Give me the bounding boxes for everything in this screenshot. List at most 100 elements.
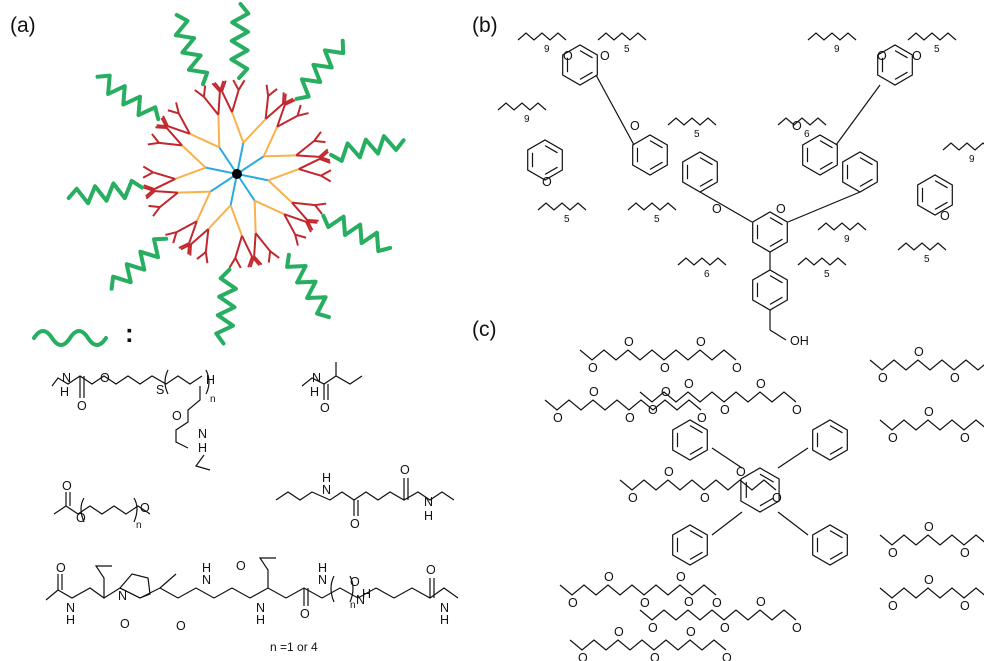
structure-peptide: ONH ON ONH ONH ONH On NH ONH	[45, 557, 459, 633]
atom: O	[877, 49, 887, 63]
benzene-ring	[672, 524, 708, 566]
subscript: 9	[834, 44, 840, 55]
double-bond	[649, 161, 663, 170]
structure-carbamate-thioether: NH OO SH n ONH	[51, 369, 216, 471]
double-bond	[689, 530, 703, 539]
atom: H	[310, 385, 319, 399]
bond	[769, 329, 787, 341]
legend-colon: :	[125, 318, 134, 348]
terminal-branch	[202, 85, 207, 97]
atom: O	[700, 491, 710, 505]
double-bond	[544, 145, 558, 154]
dendrimer	[66, 2, 406, 346]
benzene-ring	[562, 44, 598, 86]
terminal-branch	[221, 80, 227, 92]
terminal-branch	[305, 221, 312, 233]
atom: O	[697, 411, 707, 425]
subscript: n	[210, 394, 216, 405]
atom: O	[960, 431, 970, 445]
terminal-branch	[167, 109, 180, 115]
atom: O	[630, 119, 640, 133]
gen3-branch	[295, 140, 315, 157]
double-bond	[699, 178, 713, 187]
peg-chain	[579, 349, 737, 361]
polymer-chain	[329, 134, 406, 163]
double-bond	[699, 157, 713, 166]
bond	[711, 447, 743, 469]
atom: O	[914, 345, 924, 359]
alkyl-chain	[777, 117, 827, 126]
peptide-n-note: n =1 or 4	[270, 640, 318, 654]
atom: O	[77, 399, 87, 413]
peg-chain	[879, 534, 984, 546]
atom: N	[356, 593, 365, 607]
atom: O	[924, 573, 934, 587]
terminal-branch	[297, 112, 309, 117]
atom: H	[256, 613, 265, 627]
atom: N	[318, 573, 327, 587]
benzene-ring	[802, 134, 838, 176]
panel-a-label: (a)	[10, 14, 36, 37]
alkyl-chain	[667, 117, 717, 126]
atom: N	[256, 601, 265, 615]
gen3-branch	[276, 114, 299, 128]
gen3-branch	[264, 95, 270, 120]
alkyl-chain	[907, 32, 957, 41]
terminal-branch	[143, 184, 155, 190]
bond	[777, 511, 809, 536]
terminal-branch	[234, 257, 242, 269]
peg-chain	[639, 391, 797, 403]
atom: O	[625, 411, 635, 425]
terminal-branch	[267, 251, 272, 263]
atom: O	[120, 617, 130, 631]
atom: O	[56, 561, 66, 575]
structure-succinamide: NH OO NH	[275, 463, 455, 531]
bond	[777, 447, 809, 469]
benzene-ring	[527, 139, 563, 181]
gen3-branch	[283, 213, 297, 236]
gen3-branch	[159, 191, 179, 208]
subscript: 6	[704, 269, 710, 280]
atom: O	[140, 501, 150, 515]
atom: O	[176, 619, 186, 633]
atom: O	[888, 546, 898, 560]
atom: O	[792, 403, 802, 417]
double-bond	[689, 551, 703, 560]
subscript: 5	[624, 44, 630, 55]
peg-chain	[559, 584, 717, 596]
subscript: 5	[694, 129, 700, 140]
terminal-branch	[196, 251, 207, 260]
atom: O	[400, 463, 410, 477]
terminal-branch	[194, 89, 205, 98]
terminal-branch	[318, 150, 329, 160]
benzene-ring	[632, 134, 668, 176]
double-bond	[859, 157, 873, 166]
atom: O	[650, 651, 660, 661]
subscript: 5	[824, 269, 830, 280]
terminal-branch	[145, 190, 156, 200]
terminal-branch	[175, 102, 180, 114]
terminal-branch	[313, 131, 322, 142]
double-bond	[579, 50, 593, 59]
atom: O	[648, 621, 658, 635]
atom: N	[424, 495, 433, 509]
atom: H	[424, 509, 433, 523]
atom: H	[322, 471, 331, 485]
terminal-branch	[172, 231, 178, 244]
gen3-branch	[154, 190, 178, 194]
atom: O	[676, 570, 686, 584]
double-bond	[649, 140, 663, 149]
atom: O	[100, 371, 110, 385]
subscript: 9	[844, 234, 850, 245]
terminal-branch	[204, 251, 209, 264]
gen2-branch	[177, 190, 211, 194]
polymer-chain	[173, 13, 210, 87]
double-bond	[769, 296, 783, 305]
terminal-branch	[147, 141, 160, 146]
subscript: 5	[654, 214, 660, 225]
gen2-branch	[262, 126, 279, 157]
gen3-branch	[231, 89, 240, 113]
terminal-branch	[284, 99, 296, 106]
atom: O	[924, 520, 934, 534]
